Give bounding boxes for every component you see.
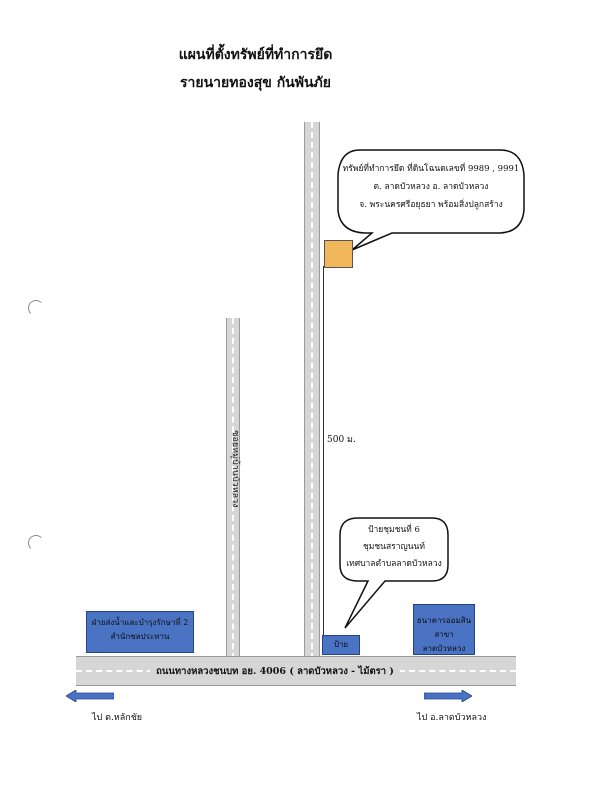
main-vertical-road: [304, 122, 320, 659]
property-callout-line: จ. พระนครศรีอยุธยา พร้อมสิ่งปลูกสร้าง: [359, 200, 503, 210]
sign-callout-line: เทศบาลตำบลลาดบัวหลวง: [346, 559, 442, 569]
savings-bank-line: สาขาลาดบัวหลวง: [422, 630, 466, 653]
property-callout-line: ต. ลาดบัวหลวง อ. ลาดบัวหลวง: [373, 182, 489, 192]
distance-line: [323, 266, 324, 636]
distance-label: 500 ม.: [327, 435, 356, 445]
sign-callout-line: ป้ายชุมชนที่ 6: [368, 525, 420, 535]
left-direction-label: ไป ต.หลักชัย: [92, 713, 143, 723]
property-callout-line: ทรัพย์ที่ทำการยึด ที่ดินโฉนดเลขที่ 9989 …: [342, 164, 520, 174]
main-road-label: ถนนทางหลวงชนบท อย. 4006 ( ลาดบัวหลวง - ไ…: [150, 664, 400, 679]
punch-hole-mark: [28, 535, 44, 551]
sign-callout-text: ป้ายชุมชนที่ 6 ชุมชนสราญนนท์ เทศบาลตำบลล…: [340, 522, 448, 573]
right-direction-label: ไป อ.ลาดบัวหลวง: [417, 713, 487, 723]
left-arrow-icon: [66, 690, 114, 702]
sign-box-label: ป้าย: [333, 640, 349, 649]
sign-callout-bubble: [339, 517, 449, 629]
soi-road: [226, 318, 240, 659]
map-title: แผนที่ตั้งทรัพย์ที่ทำการยึด: [178, 47, 333, 63]
irrigation-office-line: สำนักชลประทาน: [110, 632, 170, 641]
savings-bank-line: ธนาคารออมสิน: [416, 616, 472, 625]
property-callout-bubble: [337, 149, 525, 251]
property-callout-text: ทรัพย์ที่ทำการยึด ที่ดินโฉนดเลขที่ 9989 …: [338, 160, 524, 214]
punch-hole-mark: [28, 300, 44, 316]
property-marker: [324, 240, 353, 268]
map-subtitle: รายนายทองสุข กันพันภัย: [180, 75, 331, 91]
right-arrow-icon: [424, 690, 472, 702]
community-sign-box: ป้าย: [322, 635, 360, 655]
irrigation-office-box: ฝ่ายส่งน้ำและบำรุงรักษาที่ 2 สำนักชลประท…: [86, 611, 194, 653]
irrigation-office-line: ฝ่ายส่งน้ำและบำรุงรักษาที่ 2: [91, 618, 189, 627]
savings-bank-box: ธนาคารออมสิน สาขาลาดบัวหลวง: [413, 604, 475, 655]
sign-callout-line: ชุมชนสราญนนท์: [363, 542, 425, 552]
